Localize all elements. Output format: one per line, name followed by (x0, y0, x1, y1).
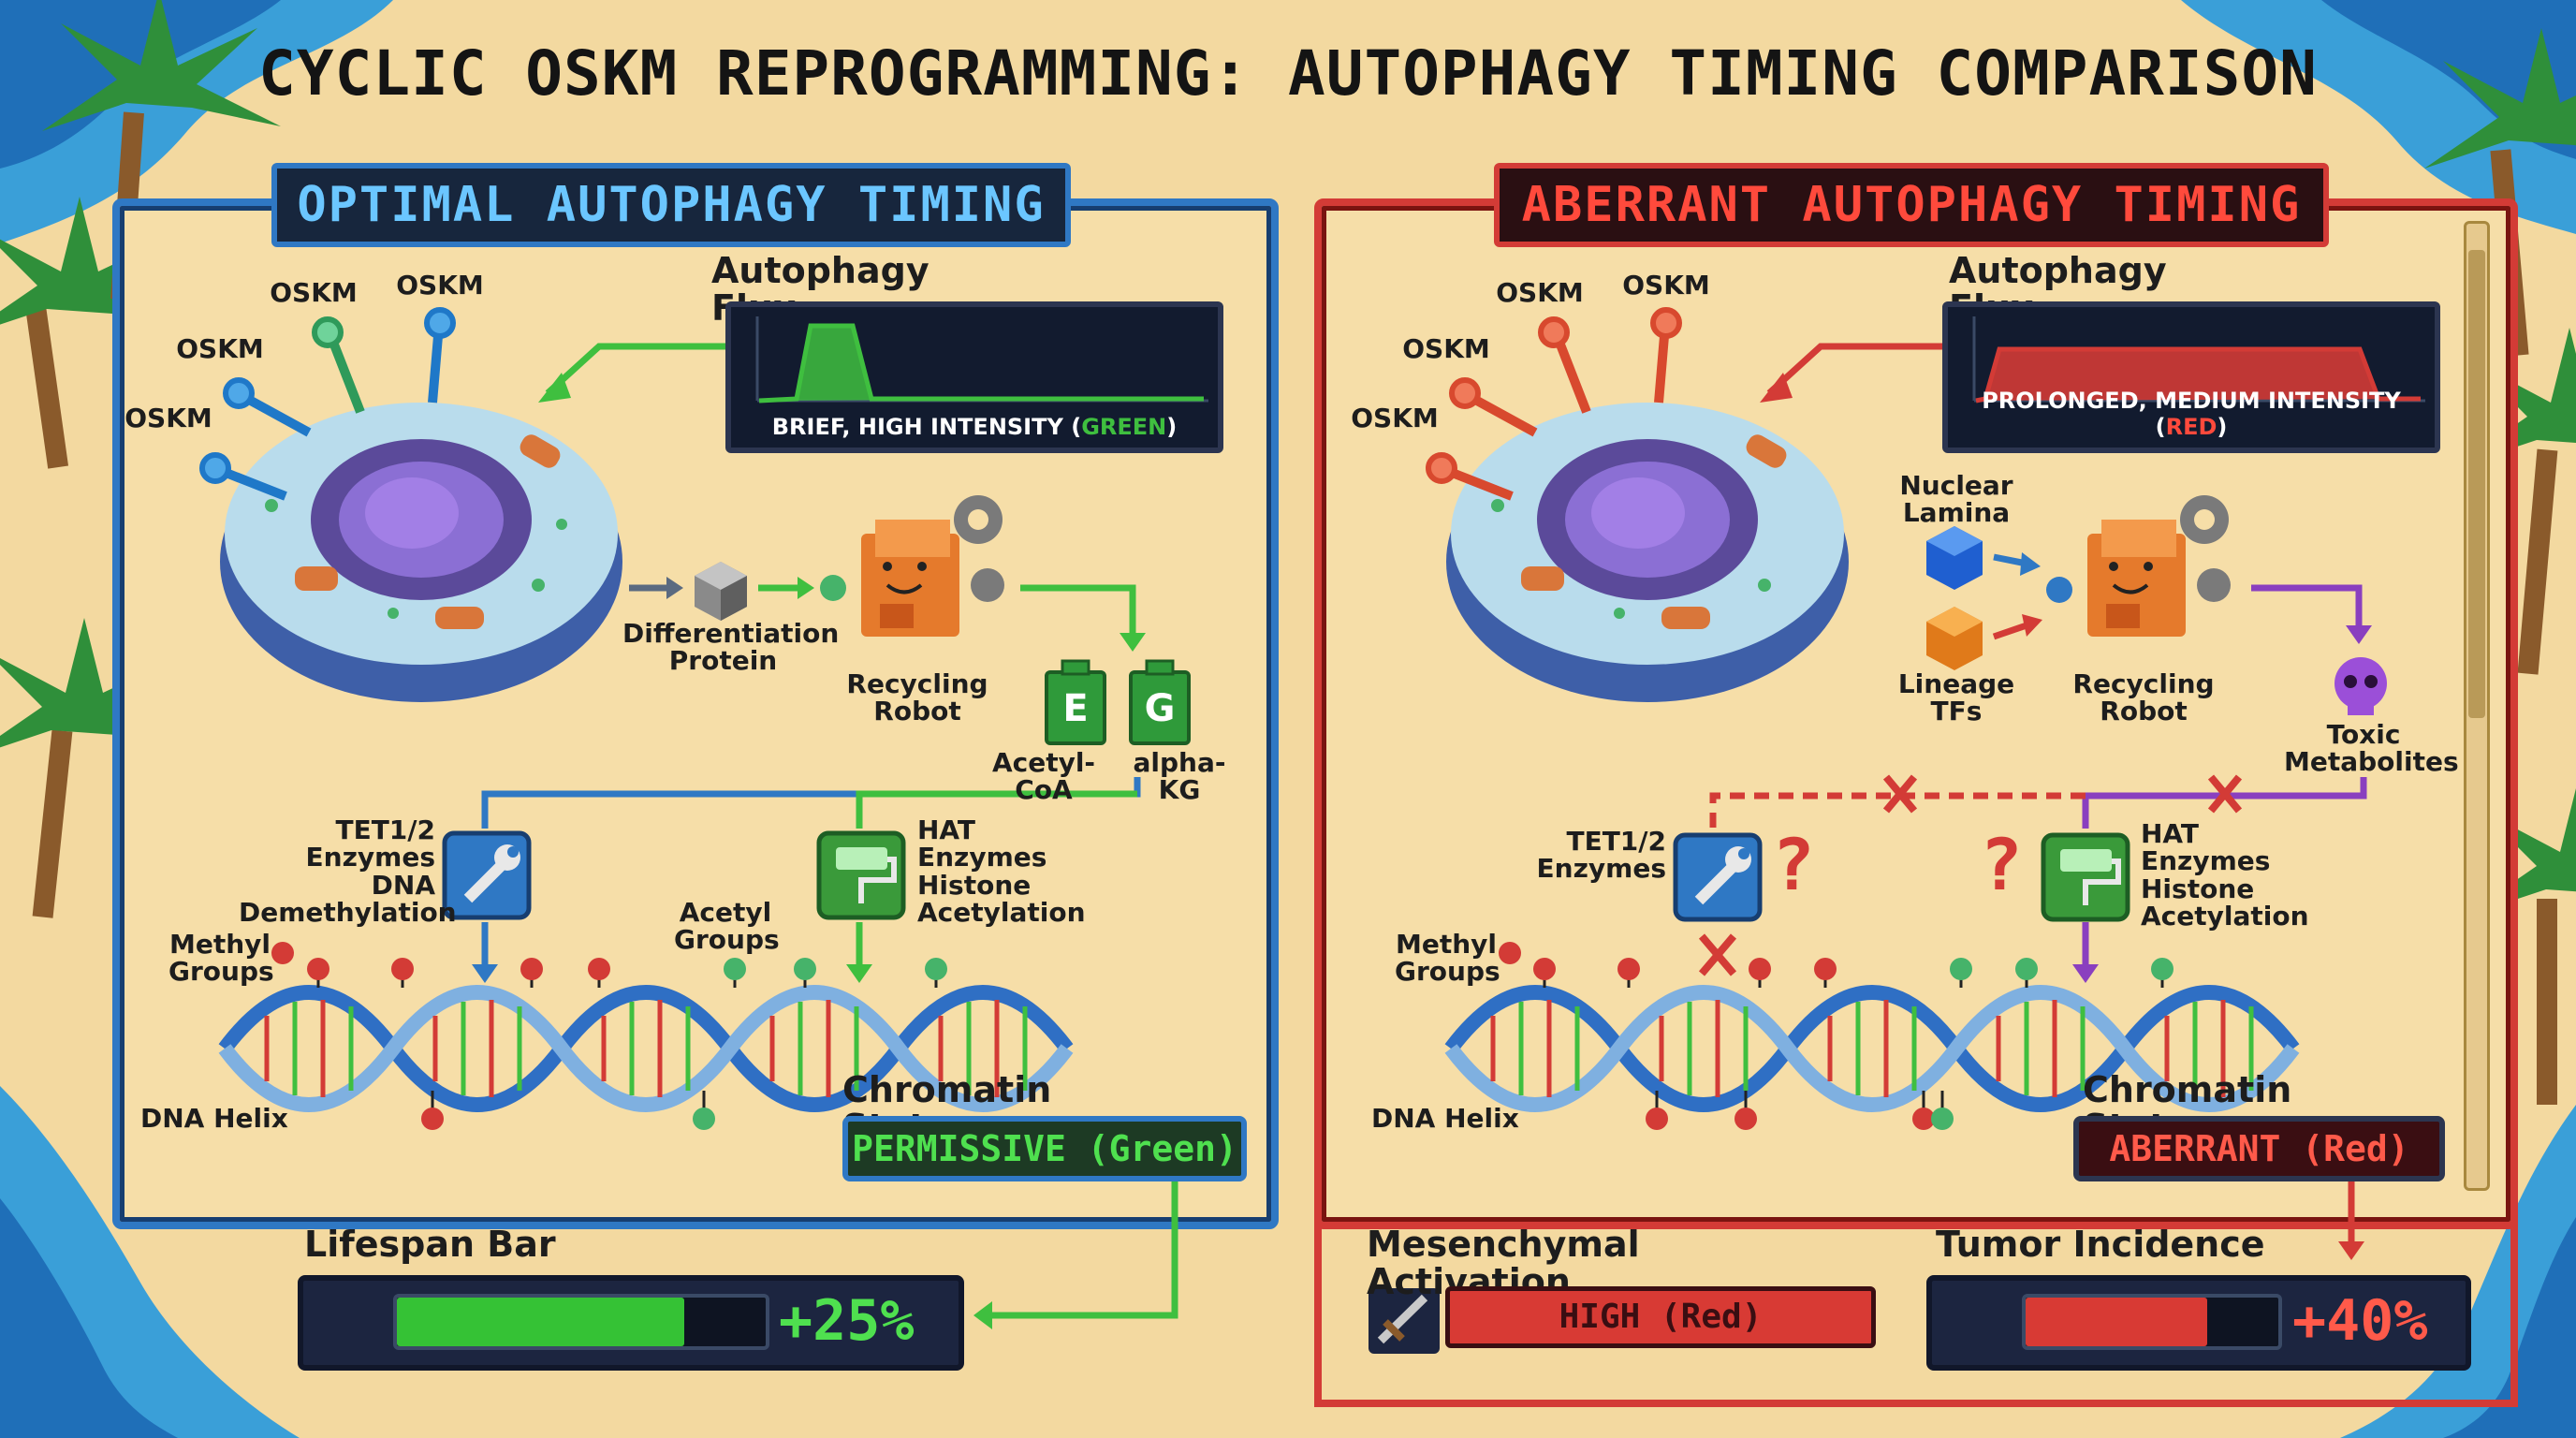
oskm-label: OSKM (270, 277, 358, 308)
tet-enzymes-label: TET1/2 Enzymes (1536, 826, 1666, 885)
can-g-label: G (1144, 687, 1176, 730)
chromatin-state-badge: PERMISSIVE (Green) (842, 1116, 1247, 1181)
page-title: CYCLIC OSKM REPROGRAMMING: AUTOPHAGY TIM… (258, 37, 2318, 110)
tumor-title: Tumor Incidence (1936, 1224, 2265, 1265)
optimal-banner: OPTIMAL AUTOPHAGY TIMING (271, 163, 1071, 247)
mesenchymal-bar: HIGH (Red) (1445, 1286, 1876, 1348)
scrollbar-thumb[interactable] (2468, 250, 2485, 718)
recycling-robot-label: Recycling Robot (2072, 668, 2215, 727)
palm-tree-icon (0, 618, 206, 918)
oskm-label: OSKM (1622, 270, 1710, 301)
dna-helix-label: DNA Helix (1371, 1103, 1519, 1134)
lifespan-title: Lifespan Bar (304, 1224, 556, 1265)
lifespan-track (393, 1294, 769, 1350)
mesenchymal-panel: HIGH (Red) (1359, 1275, 1883, 1356)
lifespan-panel: +25% (298, 1275, 964, 1371)
can-e-label: E (1062, 687, 1089, 730)
tumor-value: +40% (2292, 1288, 2428, 1354)
palm-tree-icon (2462, 788, 2576, 1105)
oskm-label: OSKM (1402, 333, 1490, 364)
tumor-track (2022, 1294, 2282, 1350)
scrollbar[interactable] (2464, 221, 2490, 1191)
flux-curve (1972, 316, 2425, 404)
dna-helix-label: DNA Helix (140, 1103, 288, 1134)
acetyl-coa-label: Acetyl-CoA (991, 747, 1096, 806)
recycling-robot-label: Recycling Robot (846, 668, 988, 727)
hat-enzymes-label: HAT Enzymes Histone Acetylation (2141, 818, 2309, 932)
tumor-fill (2026, 1298, 2208, 1346)
hat-enzymes-label: HAT Enzymes Histone Acetylation (917, 814, 1086, 929)
differentiation-protein-label: Differentiation Protein (622, 618, 840, 677)
aberrant-outcomes-frame (1314, 1214, 2518, 1407)
aberrant-banner: ABERRANT AUTOPHAGY TIMING (1494, 163, 2329, 247)
tumor-panel: +40% (1926, 1275, 2471, 1371)
flux-curve (755, 316, 1208, 404)
flux-caption: BRIEF, HIGH INTENSITY (GREEN) (771, 414, 1178, 440)
lineage-tfs-label: Lineage TFs (1897, 668, 2015, 727)
flux-monitor: PROLONGED, MEDIUM INTENSITY (RED) (1942, 301, 2440, 453)
oskm-label: OSKM (1496, 277, 1584, 308)
chromatin-state-badge: ABERRANT (Red) (2073, 1116, 2445, 1181)
alpha-kg-label: alpha-KG (1133, 747, 1226, 806)
flux-monitor: BRIEF, HIGH INTENSITY (GREEN) (725, 301, 1223, 453)
flux-caption: PROLONGED, MEDIUM INTENSITY (RED) (1982, 388, 2401, 440)
methyl-groups-label: Methyl Groups (168, 929, 274, 988)
oskm-label: OSKM (124, 403, 212, 433)
mesenchymal-value: HIGH (Red) (1559, 1298, 1763, 1336)
toxic-metabolites-label: Toxic Metabolites (2284, 719, 2459, 778)
methyl-groups-label: Methyl Groups (1395, 929, 1500, 988)
tet-enzymes-label: TET1/2 Enzymes DNA Demethylation (239, 814, 457, 929)
oskm-label: OSKM (396, 270, 484, 301)
lifespan-fill (397, 1298, 685, 1346)
lifespan-value: +25% (779, 1288, 915, 1354)
palm-tree-icon (0, 197, 201, 469)
acetyl-groups-label: Acetyl Groups (674, 897, 780, 956)
nuclear-lamina-label: Nuclear Lamina (1899, 470, 2013, 529)
oskm-label: OSKM (176, 333, 264, 364)
oskm-label: OSKM (1351, 403, 1439, 433)
